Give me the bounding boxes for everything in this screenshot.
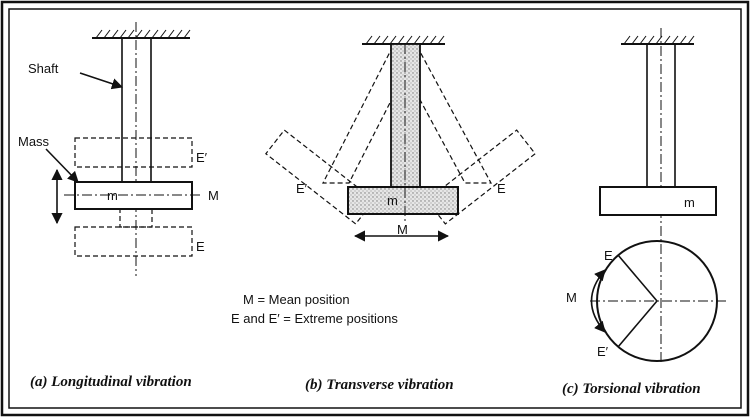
mean-m-label-a: M: [208, 188, 219, 203]
shaft-leader: [79, 72, 124, 90]
inner-frame: [8, 8, 742, 409]
extreme-e-prime-label-a: E′: [196, 150, 208, 165]
mass-extreme-upper: [74, 137, 193, 168]
mass-m-label-b: m: [387, 193, 398, 208]
extreme-e-prime-label-c: E′: [597, 344, 609, 359]
mass-b: [347, 186, 459, 215]
mass-label: Mass: [18, 134, 50, 149]
shaft-label: Shaft: [28, 61, 59, 76]
torsional-motion-arrow: [590, 269, 606, 333]
extreme-e-label-b: E: [497, 181, 506, 196]
support-a-hatch: [95, 29, 191, 39]
panel-torsional: m E M E′: [566, 28, 727, 364]
caption-transverse: (b) Transverse vibration: [305, 377, 454, 393]
radius-extreme-e-prime: [617, 300, 658, 348]
support-b-hatch: [365, 35, 445, 45]
mass-extreme-lower: [74, 226, 193, 257]
disc-side-view: [599, 186, 717, 216]
legend-extreme-positions: E and E′ = Extreme positions: [231, 311, 398, 326]
support-c-hatch: [623, 35, 695, 45]
extreme-e-prime-label-b: E′: [296, 181, 308, 196]
caption-longitudinal: (a) Longitudinal vibration: [30, 374, 192, 390]
radius-extreme-e: [617, 254, 658, 302]
extreme-e-label-a: E: [196, 239, 205, 254]
panel-longitudinal: Shaft Mass E′ E m M: [18, 22, 219, 276]
caption-torsional: (c) Torsional vibration: [562, 381, 701, 397]
mass-m-label-c: m: [684, 195, 695, 210]
mass-m-label-a: m: [107, 188, 118, 203]
extreme-e-label-c: E: [604, 248, 613, 263]
mean-m-label-b: M: [397, 222, 408, 237]
mass-leader: [45, 148, 79, 183]
mean-m-label-c: M: [566, 290, 577, 305]
panel-transverse: E′ E m M: [265, 35, 536, 242]
legend-mean-position: M = Mean position: [243, 292, 350, 307]
